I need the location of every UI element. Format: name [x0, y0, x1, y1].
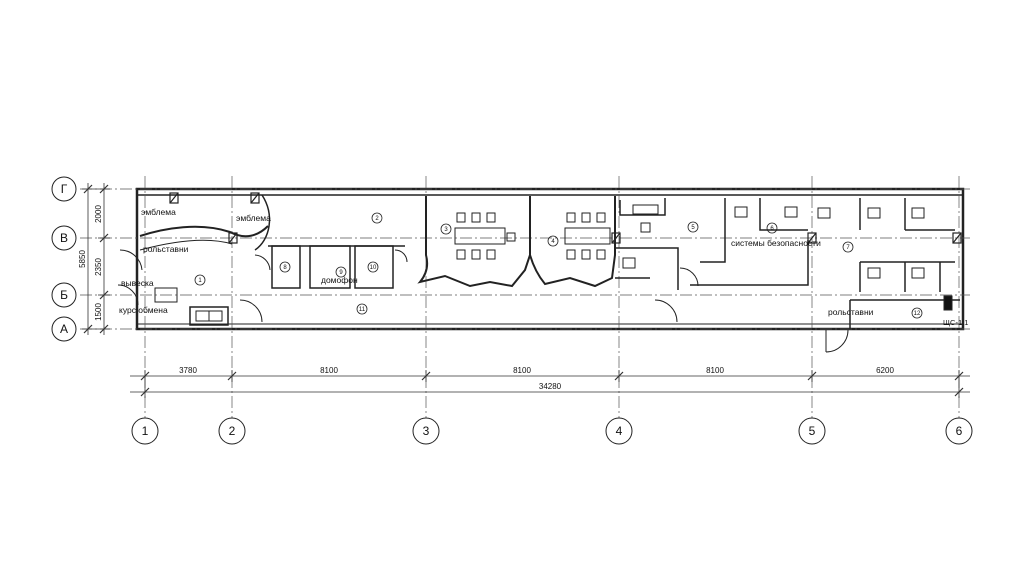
room-5-walls [615, 198, 679, 290]
exchange-rates-label: курс обмена [119, 305, 168, 315]
room-number: 4 [551, 239, 555, 245]
room-numbers: 1 2 3 4 5 6 7 8 9 10 11 12 [198, 216, 921, 317]
room-12-walls [849, 299, 960, 329]
bay-dimension: 8100 [320, 366, 338, 375]
column-axis-label: 2 [229, 424, 236, 438]
row-axis-label: А [60, 322, 68, 336]
panel-label: ЩС-1.1 [943, 318, 968, 327]
row-axis-label: Г [61, 182, 68, 196]
left-dimensions: 2000 2350 1500 5850 [78, 205, 103, 321]
room-number: 8 [283, 265, 287, 271]
room-number: 5 [691, 225, 695, 231]
row-axis-lines [80, 188, 970, 330]
room-number: 7 [846, 245, 850, 251]
total-dimension: 34280 [539, 382, 562, 391]
bay-dimension: 3780 [179, 366, 197, 375]
entry-door-arc-2 [117, 284, 139, 306]
dimension-ticks [83, 184, 964, 397]
span-dimension: 1500 [94, 303, 103, 321]
bay-dimension: 8100 [513, 366, 531, 375]
door-arc-8 [254, 254, 271, 271]
door-arc-5b [679, 267, 699, 287]
room-6-walls [690, 198, 809, 286]
door-arc-5a [654, 299, 678, 323]
meeting-table-4 [564, 227, 611, 245]
span-dimension: 2350 [94, 258, 103, 276]
room-5-desk [632, 204, 659, 215]
column-axis-label: 4 [616, 424, 623, 438]
column-axis-label: 5 [809, 424, 816, 438]
rollstand-label: рольставни [143, 244, 189, 254]
room-number: 10 [370, 265, 377, 271]
bay-dimensions: 3780 8100 8100 8100 6200 34280 [179, 366, 894, 391]
dimension-lines [82, 183, 970, 398]
curved-partition-2 [139, 239, 233, 251]
room-number: 3 [444, 227, 448, 233]
curved-partition [139, 225, 269, 238]
row-axis-bubbles [51, 176, 77, 342]
rollstand-label: рольставни [828, 307, 874, 317]
panel-box [943, 295, 953, 311]
entry-door-arc [119, 249, 143, 271]
room-number: 11 [359, 307, 366, 313]
entry-arc [254, 194, 271, 251]
span-dimension: 2000 [94, 205, 103, 223]
column-axis-label: 1 [142, 424, 149, 438]
intercom-label: домофон [321, 275, 358, 285]
room-number: 2 [375, 216, 379, 222]
row-axis-label: Б [60, 288, 68, 302]
column-axis-label: 6 [956, 424, 963, 438]
column-axis-labels: 1 2 3 4 5 6 [142, 424, 963, 438]
chairs-3-4 [456, 212, 606, 260]
room-number: 9 [339, 270, 343, 276]
room-7-chairs [817, 207, 925, 279]
door-arc-south-2 [239, 299, 263, 323]
room-3-walls [417, 196, 531, 288]
room-4-walls [529, 196, 616, 288]
bay-dimension: 8100 [706, 366, 724, 375]
bay-dimension: 6200 [876, 366, 894, 375]
emblem-label: эмблема [141, 207, 176, 217]
meeting-table-3 [454, 227, 506, 245]
total-span-dimension: 5850 [78, 250, 87, 268]
room-5-chair [640, 222, 651, 233]
room-number: 6 [770, 226, 774, 232]
door-arc-10 [394, 249, 408, 263]
row-axis-labels: Г В Б А [60, 182, 68, 336]
sign-label: вывеска [121, 278, 154, 288]
room-7-partitions [859, 198, 955, 292]
column-axis-bubbles [131, 417, 973, 445]
annotation-labels: эмблема эмблема рольставни вывеска курс … [119, 207, 968, 327]
room-6-chairs [734, 206, 798, 218]
room-number: 12 [914, 311, 921, 317]
door-arc-12 [825, 329, 849, 353]
room-11-chair [622, 257, 636, 269]
exchange-display [189, 306, 229, 326]
room-number-circles [194, 212, 923, 319]
column-axis-label: 3 [423, 424, 430, 438]
room-1-counter [154, 287, 178, 303]
room-number: 1 [198, 278, 202, 284]
row-axis-label: В [60, 231, 68, 245]
security-systems-label: системы безопасности [731, 238, 821, 248]
emblem-label: эмблема [236, 213, 271, 223]
